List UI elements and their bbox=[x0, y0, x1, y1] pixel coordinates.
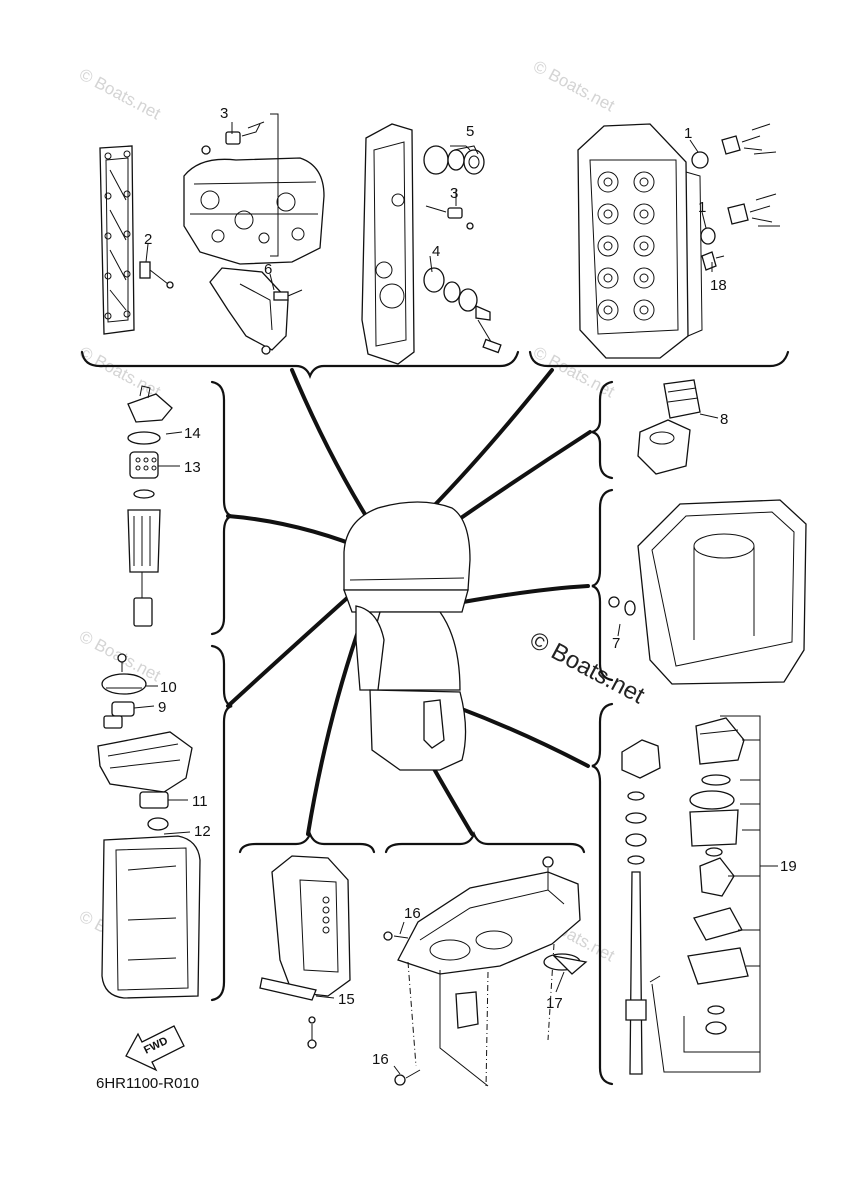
group-bracket-top-left bbox=[80, 350, 520, 379]
watermark-text: © Boats.net bbox=[530, 57, 618, 116]
upper-casing bbox=[370, 611, 461, 691]
upper-case-illustration bbox=[608, 499, 807, 685]
bottom-cowling bbox=[343, 589, 469, 613]
watermark-text: © Boats.net bbox=[76, 65, 164, 124]
callout-10: 10 bbox=[160, 679, 177, 696]
fuel-filter-illustration bbox=[127, 385, 173, 627]
outboard-motor-illustration bbox=[343, 501, 471, 771]
lower-unit bbox=[369, 689, 467, 771]
callout-numbers: 1 1 2 3 3 4 5 6 7 8 9 10 11 12 13 14 15 … bbox=[144, 105, 797, 1068]
exhaust-gasket-illustration bbox=[99, 145, 174, 335]
callout-2: 2 bbox=[144, 231, 152, 248]
callout-leaders bbox=[133, 122, 778, 1075]
callout-5: 5 bbox=[466, 123, 474, 140]
fwd-arrow-icon: FWD bbox=[125, 1025, 185, 1072]
anti-cavitation-plate bbox=[423, 699, 445, 749]
callout-18: 18 bbox=[710, 277, 727, 294]
exhaust-cover-illustration bbox=[361, 123, 502, 365]
oil-filter-illustration bbox=[637, 379, 701, 475]
lower-case-illustration bbox=[383, 856, 588, 1089]
group-bracket-bottom-bracket bbox=[238, 831, 376, 854]
group-bracket-left-lower bbox=[210, 644, 233, 1002]
callout-1: 1 bbox=[698, 199, 706, 216]
group-bracket-top-right bbox=[528, 350, 790, 368]
water-pump-illustration bbox=[621, 715, 768, 1075]
callout-3: 3 bbox=[450, 185, 458, 202]
group-bracket-left-upper bbox=[210, 380, 233, 636]
cylinder-head-illustration bbox=[577, 123, 780, 359]
group-bracket-bottom-lowercase bbox=[384, 831, 586, 854]
callout-11: 11 bbox=[192, 793, 208, 810]
callout-15: 15 bbox=[338, 991, 355, 1008]
watermark-text: © Boats.net bbox=[76, 343, 164, 402]
callout-3: 3 bbox=[220, 105, 228, 122]
diagram-code: 6HR1100-R010 bbox=[96, 1075, 199, 1092]
callout-7: 7 bbox=[612, 635, 620, 652]
watermark-large: © Boats.net bbox=[525, 626, 649, 709]
clamp-bracket bbox=[355, 605, 385, 691]
top-cowling bbox=[343, 501, 471, 591]
callout-14: 14 bbox=[184, 425, 201, 442]
callout-1: 1 bbox=[684, 125, 692, 142]
steering-bracket-illustration bbox=[259, 855, 351, 1049]
callout-19: 19 bbox=[780, 858, 797, 875]
callout-16: 16 bbox=[372, 1051, 389, 1068]
group-bracket-right-pump bbox=[591, 702, 614, 1086]
group-bracket-right-case bbox=[591, 488, 614, 682]
callout-16: 16 bbox=[404, 905, 421, 922]
callout-9: 9 bbox=[158, 699, 166, 716]
callout-17: 17 bbox=[546, 995, 563, 1012]
callout-13: 13 bbox=[184, 459, 201, 476]
thermostat-parts bbox=[423, 145, 485, 175]
callout-8: 8 bbox=[720, 411, 728, 428]
callout-4: 4 bbox=[432, 243, 440, 260]
callout-6: 6 bbox=[264, 261, 272, 278]
callout-12: 12 bbox=[194, 823, 211, 840]
fuel-pump-illustration bbox=[97, 653, 201, 999]
engine-block-illustration bbox=[183, 113, 325, 355]
